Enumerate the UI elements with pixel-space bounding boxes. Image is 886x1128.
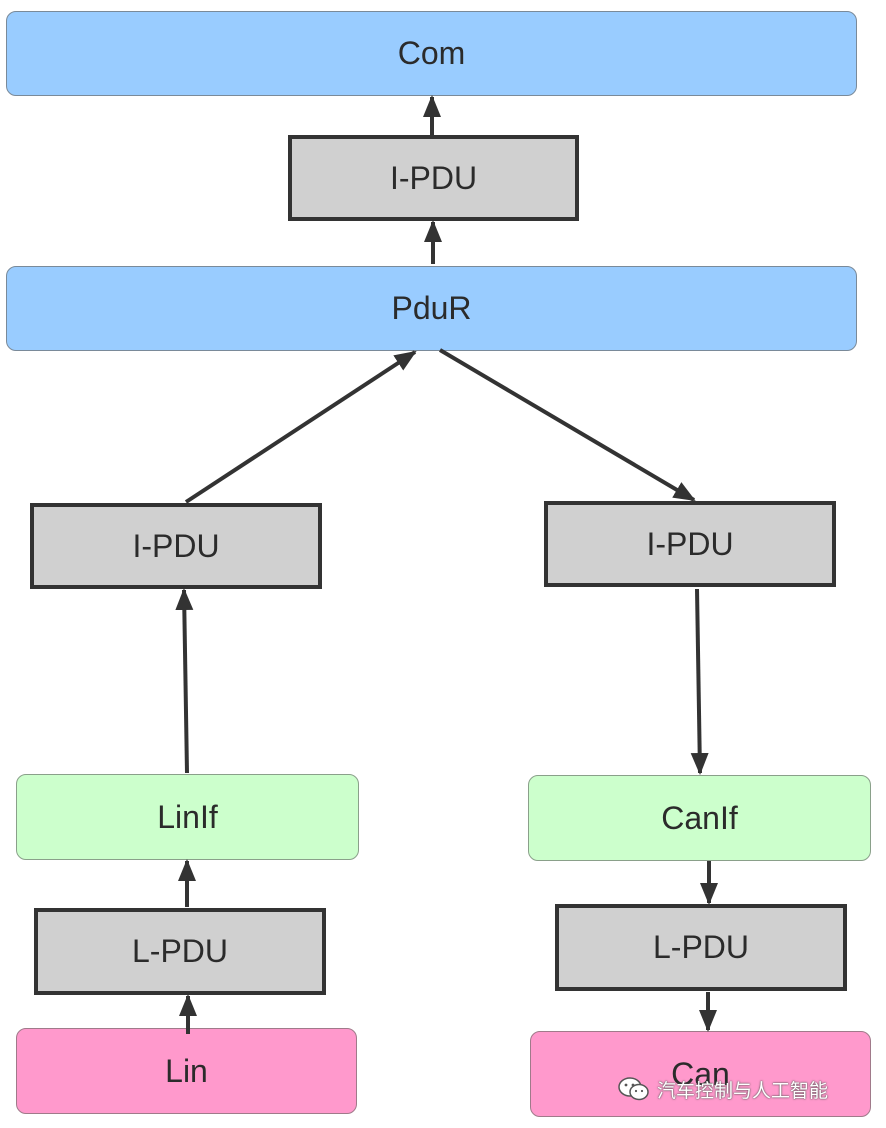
pdur-node: PduR — [6, 266, 857, 351]
canif-node: CanIf — [528, 775, 871, 861]
lpdu-right-node: L-PDU — [555, 904, 847, 991]
com-node: Com — [6, 11, 857, 96]
linif-node: LinIf — [16, 774, 359, 860]
arrow-linif-to-ipdu-left — [175, 588, 194, 774]
arrow-ipdu-left-to-pdur — [184, 350, 417, 504]
lpdu-left-label: L-PDU — [131, 933, 228, 969]
lin-label: Lin — [165, 1052, 208, 1089]
ipdu-left-node: I-PDU — [30, 503, 322, 589]
linif-label: LinIf — [157, 798, 218, 835]
lpdu-right-label: L-PDU — [652, 929, 749, 965]
can-node: Can — [530, 1031, 871, 1117]
wechat-icon — [617, 1076, 651, 1102]
arrow-pdur-to-ipdu-right — [438, 348, 696, 502]
ipdu-right-node: I-PDU — [544, 501, 836, 587]
watermark-text: 汽车控制与人工智能 — [657, 1079, 829, 1102]
com-label: Com — [397, 35, 466, 71]
watermark: 汽车控制与人工智能 — [617, 1072, 828, 1106]
canif-label: CanIf — [661, 799, 738, 836]
lpdu-left-node: L-PDU — [34, 908, 326, 995]
ipdu-right-label: I-PDU — [646, 525, 734, 562]
lin-node: Lin — [16, 1028, 357, 1114]
ipdu-top-label: I-PDU — [389, 159, 478, 196]
arrow-ipdu-right-to-canif — [690, 588, 709, 775]
ipdu-left-label: I-PDU — [132, 527, 220, 564]
can-label: Can — [671, 1055, 730, 1092]
ipdu-top-node: I-PDU — [288, 135, 579, 221]
pdur-label: PduR — [391, 290, 472, 326]
